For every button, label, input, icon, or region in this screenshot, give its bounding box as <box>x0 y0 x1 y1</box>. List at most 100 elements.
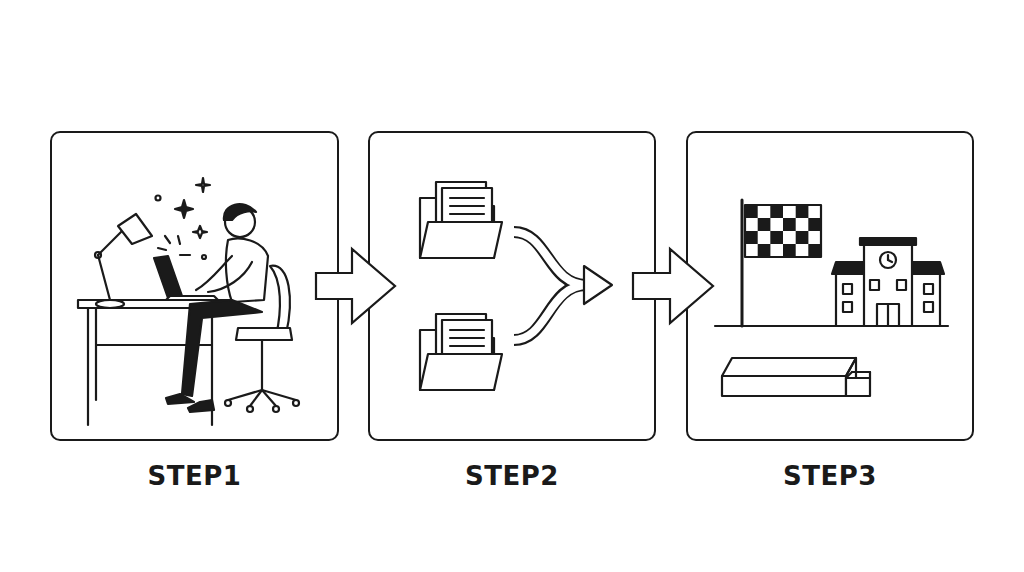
lamp-illustration-part <box>98 255 110 300</box>
lamp-illustration <box>95 214 152 308</box>
folder-icon-part <box>450 337 484 339</box>
merge-arrow <box>513 232 612 340</box>
sparkle-marks-part <box>165 236 170 243</box>
checkered-flag <box>742 200 821 326</box>
person-illustration-part <box>182 300 262 396</box>
checkered-flag-part-part <box>808 244 821 257</box>
folder-icon-part <box>420 222 502 258</box>
laptop-illustration <box>154 256 218 300</box>
block-box <box>722 358 870 396</box>
folder-icon <box>420 314 502 390</box>
lamp-illustration-part <box>96 300 124 308</box>
chair-illustration-part <box>262 390 276 406</box>
lamp-illustration-part <box>98 228 125 255</box>
merge-arrow-part <box>513 232 588 285</box>
person-illustration-part <box>208 262 252 292</box>
flow-arrow <box>316 249 395 323</box>
folder-icon-part <box>420 354 502 390</box>
school-building-part <box>897 280 906 290</box>
checkered-flag-part-part <box>745 231 758 244</box>
checkered-flag-part-part <box>770 205 783 218</box>
desk-illustration <box>78 300 230 425</box>
checkered-flag-part <box>745 205 821 257</box>
chair-illustration-part <box>293 400 299 406</box>
block-box-part <box>846 358 856 378</box>
folder-icon-part <box>450 197 484 199</box>
checkered-flag-part-part <box>808 218 821 231</box>
laptop-illustration-part <box>166 296 218 300</box>
person-illustration-part <box>188 400 214 412</box>
step-box: STEP2 <box>368 131 656 441</box>
sparkle-marks <box>156 178 211 259</box>
checkered-flag-part-part <box>758 218 771 231</box>
person-illustration-part <box>196 256 232 290</box>
chair-illustration-part <box>247 406 253 412</box>
school-building-part <box>887 304 889 326</box>
sparkle-marks-part <box>180 254 190 256</box>
step-box: STEP1 <box>50 131 339 441</box>
sparkle-marks-part <box>202 255 206 259</box>
step-label: STEP1 <box>52 461 337 491</box>
school-building-part <box>924 284 933 294</box>
school-building-part <box>864 244 912 326</box>
folder-icon-part <box>450 329 484 331</box>
sparkle-marks-part <box>178 236 180 244</box>
lamp-illustration-part <box>118 214 152 244</box>
block-box-part <box>852 371 870 373</box>
chair-illustration-part <box>273 406 279 412</box>
folder-icon-part <box>450 213 484 215</box>
merge-arrow-part <box>513 285 588 340</box>
step-box: STEP3 <box>686 131 974 441</box>
sparkle-marks-part <box>175 200 193 218</box>
school-building-part <box>877 304 899 326</box>
folder-icon-part <box>450 345 484 347</box>
block-box-part <box>869 372 871 378</box>
school-building-part <box>888 260 892 262</box>
checkered-flag-part-part <box>770 231 783 244</box>
school-building-part <box>880 252 896 268</box>
block-box-part <box>846 372 852 378</box>
school-building-part <box>843 302 852 312</box>
desk-illustration-part <box>87 308 89 425</box>
desk-illustration-part <box>95 308 97 400</box>
checkered-flag-part <box>745 205 821 257</box>
chair-illustration-part <box>250 390 262 406</box>
school-building-part <box>860 238 916 245</box>
checkered-flag-part-part <box>783 244 796 257</box>
school-building-part <box>924 302 933 312</box>
school-building <box>832 238 944 326</box>
person-illustration-part <box>166 394 194 404</box>
step-label: STEP3 <box>688 461 972 491</box>
checkered-flag-part-part <box>745 205 758 218</box>
flow-arrow <box>633 249 713 323</box>
sparkle-marks-part <box>193 226 207 238</box>
checkered-flag-part-part <box>758 244 771 257</box>
chair-illustration <box>225 266 299 412</box>
chair-illustration-part <box>236 328 292 340</box>
block-box-part <box>722 358 856 376</box>
checkered-flag-part-part <box>783 218 796 231</box>
block-box-part <box>846 378 870 396</box>
checkered-flag-part-part <box>796 205 809 218</box>
block-box-part <box>722 376 846 396</box>
chair-illustration-part <box>225 400 231 406</box>
school-building-part <box>843 284 852 294</box>
step-label: STEP2 <box>370 461 654 491</box>
folder-icon-part <box>450 205 484 207</box>
sparkle-marks-part <box>156 196 161 201</box>
school-building-part <box>870 280 879 290</box>
laptop-illustration-part <box>154 256 182 298</box>
chair-illustration-part <box>270 266 290 336</box>
checkered-flag-part-part <box>796 231 809 244</box>
person-illustration-part <box>224 204 256 220</box>
merge-arrow-part <box>584 266 612 304</box>
chair-illustration-part <box>261 340 263 390</box>
checkered-flag-part <box>741 200 744 326</box>
sparkle-marks-part <box>196 178 210 192</box>
sparkle-marks-part <box>158 248 166 250</box>
folder-icon <box>420 182 502 258</box>
person-illustration <box>166 204 268 412</box>
lamp-illustration-part <box>95 252 101 258</box>
